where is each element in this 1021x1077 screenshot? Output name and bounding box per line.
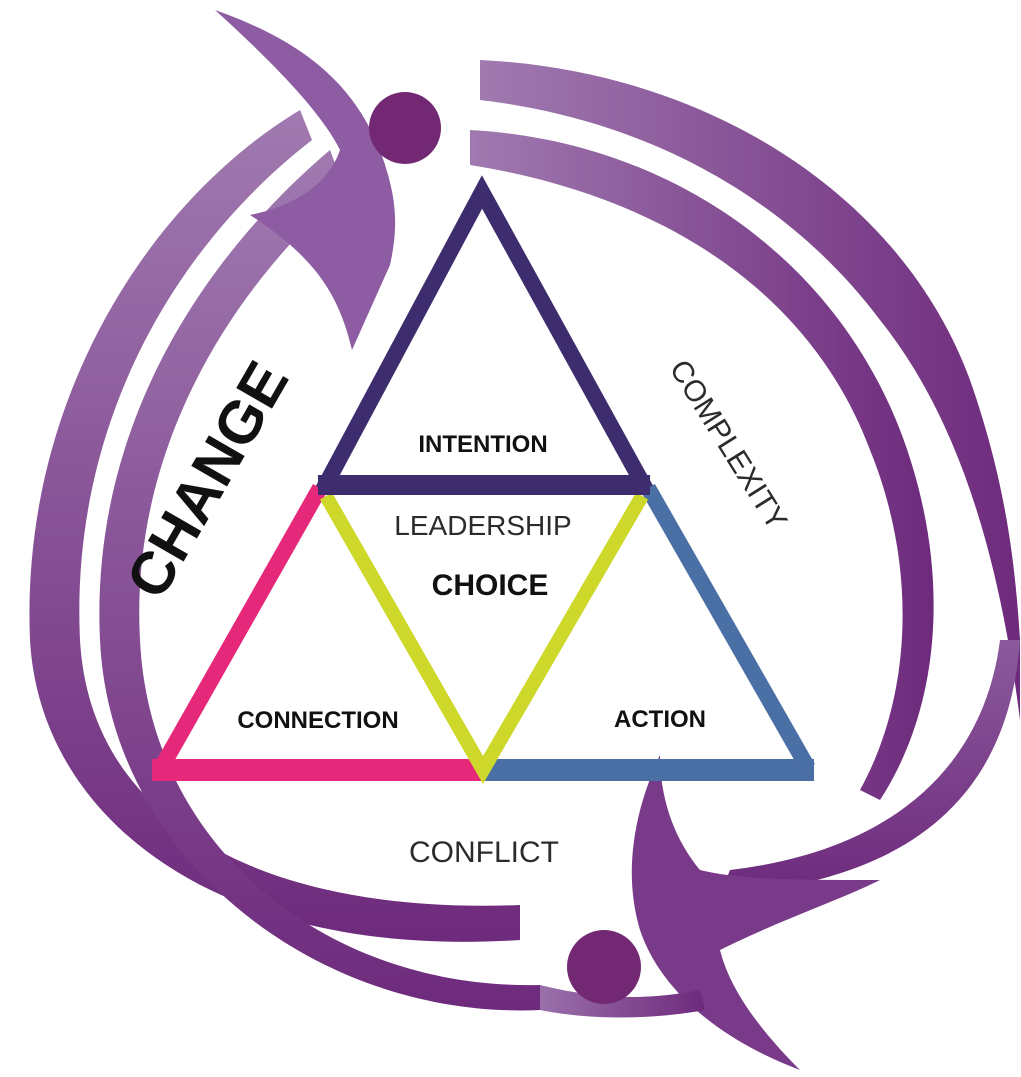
figure-head-icon	[369, 92, 441, 164]
lower-right-arm	[631, 755, 880, 1070]
label-intention: INTENTION	[418, 431, 547, 458]
connection-left-edge	[153, 484, 327, 774]
top-outer-swoosh	[480, 60, 1020, 720]
label-conflict: CONFLICT	[409, 836, 559, 869]
top-inner-swoosh	[470, 130, 934, 800]
top-right-swooshes	[470, 60, 1020, 800]
triangle-group	[152, 175, 815, 785]
label-choice: CHOICE	[432, 569, 549, 602]
figure-head-icon	[567, 930, 641, 1004]
upper-left-figure	[29, 10, 540, 1011]
right-swoosh	[720, 640, 1020, 895]
bottom-swoosh	[540, 985, 705, 1018]
lower-right-figure	[540, 640, 1020, 1070]
label-connection: CONNECTION	[237, 707, 398, 734]
action-right-edge	[641, 484, 815, 772]
upper-left-arm	[215, 10, 396, 350]
left-outer-swoosh	[29, 110, 520, 942]
label-complexity: COMPLEXITY	[663, 354, 793, 535]
label-action: ACTION	[614, 706, 706, 733]
label-leadership: LEADERSHIP	[394, 510, 571, 541]
leadership-inner-triangle	[319, 492, 649, 785]
